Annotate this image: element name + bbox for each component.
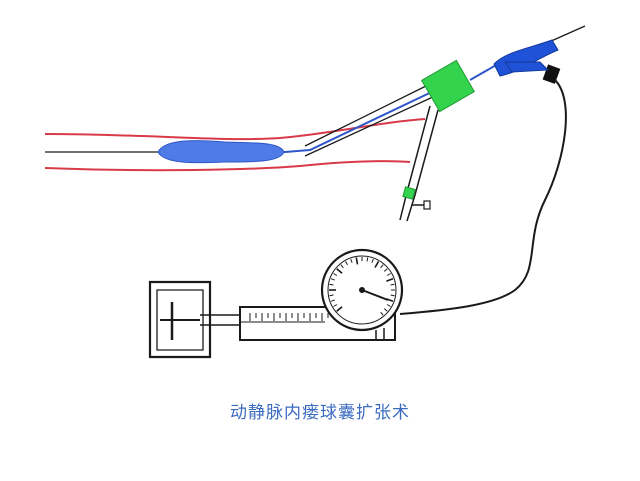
hub-to-connector <box>469 63 499 81</box>
gauge-inner-ring <box>327 255 397 325</box>
gauge-tick <box>355 257 359 265</box>
gauge-stem <box>375 328 385 340</box>
catheter-sheath-top <box>304 83 431 147</box>
side-port-stub-cap <box>423 200 431 210</box>
gauge-tick <box>329 294 334 297</box>
gauge-tick <box>380 311 384 316</box>
vessel-upper-wall <box>44 118 426 141</box>
gauge-tick <box>386 273 391 276</box>
gauge-tick <box>386 277 394 282</box>
gauge-pivot <box>359 287 365 293</box>
side-port-valve <box>402 186 416 200</box>
barrel-graduations <box>249 313 329 321</box>
gauge-tick <box>333 304 338 307</box>
gauge-needle <box>361 289 389 301</box>
gauge-tick <box>330 278 335 281</box>
syringe-handle-inner <box>156 289 204 351</box>
gauge-tick <box>383 308 388 312</box>
pressure-line <box>399 79 567 315</box>
gauge-tick <box>386 304 391 307</box>
gauge-tick <box>336 306 343 312</box>
gauge-tick <box>350 258 353 263</box>
gauge-tick <box>329 283 334 286</box>
syringe-handle <box>148 280 212 359</box>
balloon <box>157 140 285 164</box>
side-port-tube <box>399 105 439 222</box>
gauge-tick <box>330 299 335 302</box>
gauge-tick <box>390 294 395 297</box>
gauge-tick <box>390 283 395 286</box>
plunger-rod <box>200 314 240 326</box>
gauge-tick <box>374 261 380 268</box>
hub-side-arm <box>504 61 550 73</box>
green-connector <box>420 59 476 113</box>
gauge-tick <box>380 264 384 269</box>
gauge-tick <box>333 273 338 276</box>
diagram-caption: 动静脉内瘘球囊扩张术 <box>230 403 410 423</box>
gauge-tick <box>383 268 388 272</box>
gauge-tick <box>336 268 343 274</box>
catheter-sheath <box>304 95 436 157</box>
gauge-tick <box>366 257 369 262</box>
gauge-tick <box>340 264 344 269</box>
gauge-tick <box>371 258 374 263</box>
gauge-dial-marks <box>329 257 395 316</box>
gauge-tick <box>345 261 348 266</box>
vessel-lower-wall <box>44 160 411 172</box>
